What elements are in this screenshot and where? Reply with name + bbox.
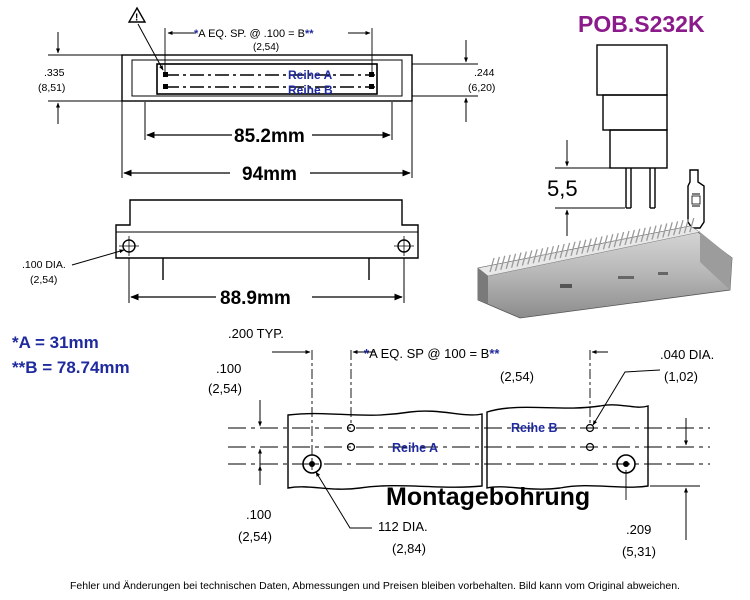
dim-100-top-in: .100	[216, 361, 241, 376]
warning-mark: !	[135, 13, 138, 24]
photo-pin	[689, 217, 695, 233]
photo-pin	[629, 229, 636, 245]
dim-100-bottom-mm: (2,54)	[238, 529, 272, 544]
top-row-b-label: Reihe B	[288, 83, 333, 97]
photo-pin	[667, 222, 673, 237]
dim-335-in: .335	[44, 67, 65, 79]
top-a-eq-sp-metric: (2,54)	[253, 42, 279, 53]
photo-pin	[548, 245, 555, 261]
hole-dia-in: .100 DIA.	[22, 259, 66, 271]
top-a-eq-sp-label: *A EQ. SP. @ .100 = B**	[194, 28, 314, 40]
photo-pin	[489, 257, 495, 273]
detail-view	[228, 350, 710, 540]
contact-row-frame	[156, 63, 378, 95]
pin-dia-in: .040 DIA.	[660, 347, 714, 362]
top-row-a-label: Reihe A	[288, 68, 333, 82]
photo-pin	[613, 232, 619, 248]
photo-pin	[516, 252, 522, 267]
photo-pin	[678, 220, 684, 235]
photo-pin	[532, 249, 538, 264]
header-inner-outline	[131, 59, 403, 97]
board-right-outline	[486, 404, 649, 490]
photo-pin	[586, 238, 592, 253]
mount-dia-in: 112 DIA.	[378, 519, 428, 534]
photo-pin	[543, 247, 549, 262]
footer-disclaimer: Fehler und Änderungen bei technischen Da…	[70, 580, 680, 592]
photo-pin	[602, 235, 609, 250]
photo-pin	[651, 225, 657, 240]
photo-pin	[635, 228, 641, 244]
photo-pin	[640, 227, 646, 242]
photo-pin	[554, 244, 560, 260]
warning-triangle-icon	[127, 6, 147, 23]
note-a-value: *A = 31mm	[12, 333, 99, 352]
photo-pin	[559, 243, 565, 259]
hole-dia-mm: (2,54)	[30, 274, 57, 286]
mounting-label: Montagebohrung	[386, 483, 590, 511]
photo-pin	[527, 250, 533, 265]
board-left-outline	[287, 410, 483, 490]
detail-row-a-label: Reihe A	[392, 441, 438, 455]
photo-pin	[570, 241, 576, 256]
mount-dia-mm: (2,84)	[392, 541, 426, 556]
detail-a-eq-sp-metric: (2,54)	[500, 369, 534, 384]
dim-244-mm: (6,20)	[468, 82, 495, 94]
typ-spacing: .200 TYP.	[228, 326, 284, 341]
photo-pin	[581, 239, 587, 254]
note-b-value: **B = 78.74mm	[12, 358, 130, 377]
dim-335-mm: (8,51)	[38, 82, 65, 94]
photo-pin	[597, 236, 603, 251]
detail-row-b-label: Reihe B	[511, 421, 558, 435]
photo-pin	[537, 248, 544, 263]
photo-pin	[494, 256, 501, 272]
dim-hole-spacing: 88.9mm	[220, 288, 291, 309]
photo-pin	[521, 251, 528, 266]
photo-pin	[591, 237, 598, 252]
connector-photo	[477, 217, 733, 319]
detail-a-eq-sp-label: *A EQ. SP @ 100 = B**	[364, 346, 500, 361]
contact-pin-detail	[687, 169, 705, 229]
dim-total-width: 94mm	[242, 164, 297, 185]
pin-hole	[585, 423, 595, 433]
side-view	[555, 44, 705, 236]
dim-inner-width: 85.2mm	[234, 126, 305, 147]
flange-outline	[115, 199, 419, 259]
photo-pin	[672, 221, 679, 236]
photo-pin	[500, 255, 506, 271]
dim-100-top-mm: (2,54)	[208, 381, 242, 396]
top-view	[48, 23, 478, 303]
part-number: POB.S232K	[578, 11, 705, 37]
photo-pin	[656, 224, 663, 239]
dim-209-in: .209	[626, 522, 651, 537]
dim-244-in: .244	[474, 67, 495, 79]
photo-pin	[645, 226, 652, 241]
photo-pin	[662, 223, 668, 238]
photo-pin	[618, 231, 625, 247]
photo-pin	[683, 218, 690, 234]
photo-pin	[608, 234, 614, 249]
photo-pin	[575, 240, 582, 255]
photo-pin	[564, 242, 571, 258]
pin-dia-mm: (1,02)	[664, 369, 698, 384]
photo-pin	[510, 253, 517, 268]
dim-100-bottom-in: .100	[246, 507, 271, 522]
dim-209-mm: (5,31)	[622, 544, 656, 559]
photo-pin	[624, 230, 630, 246]
photo-pin	[505, 254, 511, 269]
pin-length: 5,5	[547, 176, 578, 201]
